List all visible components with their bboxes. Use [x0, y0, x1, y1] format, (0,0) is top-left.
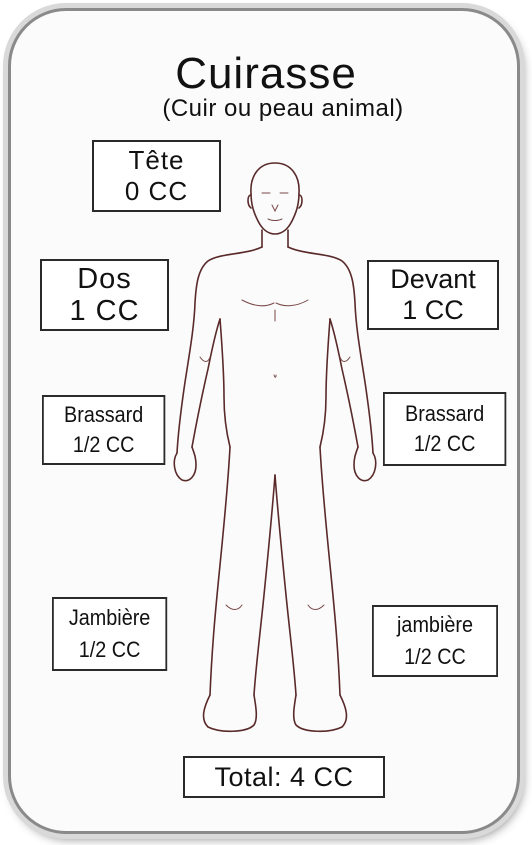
head-label: Tête: [128, 145, 184, 176]
head-label-box: Tête 0 CC: [92, 140, 221, 212]
back-label-box: Dos 1 CC: [40, 259, 169, 331]
front-label-box: Devant 1 CC: [367, 260, 499, 330]
left-leg-value: 1/2 CC: [79, 634, 141, 666]
right-arm-label: Brassard: [405, 399, 484, 429]
card-subtitle: (Cuir ou peau animal): [0, 97, 532, 121]
total-box: Total: 4 CC: [183, 756, 385, 798]
front-value: 1 CC: [402, 295, 464, 326]
left-leg-label: Jambière: [69, 602, 150, 634]
head-value: 0 CC: [125, 176, 188, 207]
right-leg-label-box: jambière 1/2 CC: [372, 605, 498, 677]
card-title: Cuirasse: [0, 52, 532, 96]
right-arm-label-box: Brassard 1/2 CC: [383, 392, 506, 466]
left-arm-value: 1/2 CC: [73, 430, 135, 460]
right-leg-value: 1/2 CC: [404, 641, 466, 673]
left-leg-label-box: Jambière 1/2 CC: [52, 597, 167, 671]
right-arm-value: 1/2 CC: [414, 429, 476, 459]
back-label: Dos: [77, 263, 132, 295]
back-value: 1 CC: [69, 295, 139, 327]
left-arm-label-box: Brassard 1/2 CC: [42, 395, 165, 465]
human-body-outline-icon: [150, 135, 400, 745]
right-leg-label: jambière: [397, 609, 473, 641]
front-label: Devant: [390, 264, 476, 295]
left-arm-label: Brassard: [64, 400, 143, 430]
total-value: Total: 4 CC: [214, 761, 353, 793]
